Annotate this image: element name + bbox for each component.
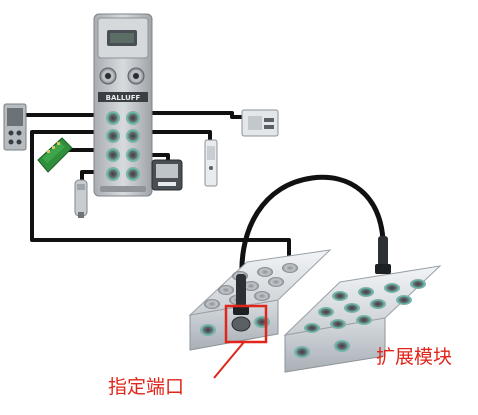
light-sensor	[204, 139, 218, 187]
cables	[22, 111, 386, 277]
left-hub	[188, 249, 332, 351]
brand-label: BALLUFF	[106, 94, 141, 102]
port-highlight-box	[224, 304, 268, 344]
cable-right-sensor	[112, 111, 242, 119]
master-module: BALLUFF	[93, 13, 153, 197]
left-sensor	[3, 103, 27, 151]
port-pointer-line	[213, 341, 245, 379]
expansion-hub-ports	[304, 279, 426, 333]
specified-port-label: 指定端口	[108, 376, 185, 398]
terminal-board	[37, 137, 73, 173]
cylinder-sensor	[74, 179, 88, 218]
expansion-hub	[283, 236, 442, 373]
cable-hub-link	[239, 174, 386, 277]
right-sensor	[241, 109, 279, 137]
cable-expansion-loop	[30, 130, 291, 258]
master-io-ports	[106, 111, 140, 181]
expansion-module-label: 扩展模块	[376, 346, 453, 368]
square-module	[151, 159, 183, 191]
